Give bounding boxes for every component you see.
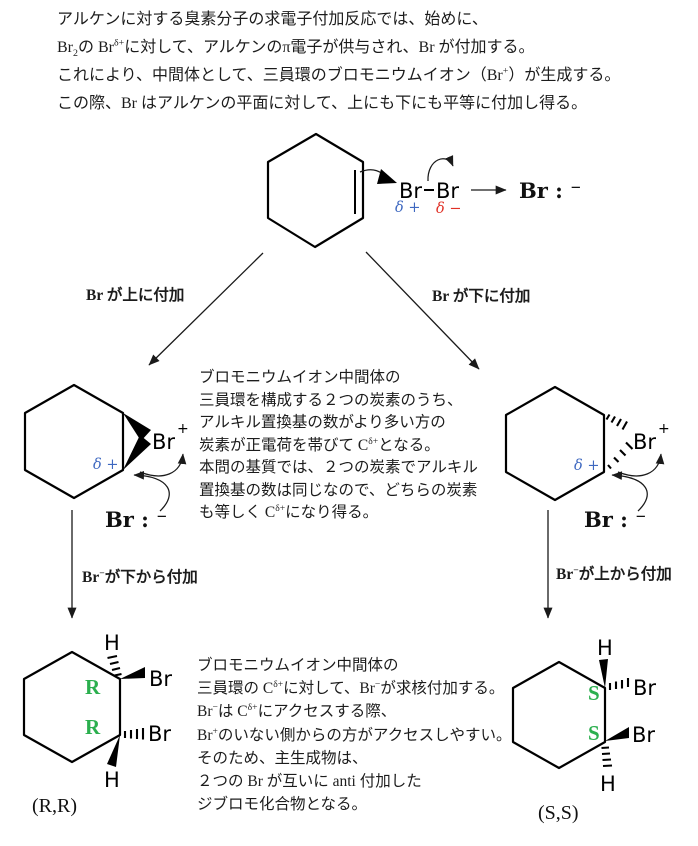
stereocenter-label-bottom: R <box>85 715 101 739</box>
note-line: アルキル置換基の数がより多い方の <box>199 414 446 431</box>
label-bromide-attacks-from-below: Br−が下から付加 <box>82 567 198 586</box>
electrophilic-attack-arrow <box>359 169 397 184</box>
hashed-bond-br-top <box>608 678 630 690</box>
wedge-bond-h-bottom <box>107 735 120 767</box>
h-atom-bottom: H <box>600 772 616 796</box>
wedge-bond-lower <box>123 435 151 470</box>
cyclohexane-ring <box>511 660 607 770</box>
delta-plus-label: δ + <box>574 458 600 474</box>
bromonium-intermediate-bottom: Br + δ + Br : ⁻ <box>504 385 670 532</box>
nucleophilic-attack-arrow <box>133 470 170 512</box>
note-line: ジブロモ化合物となる。 <box>197 796 368 814</box>
cyclohexene-ring <box>266 132 365 249</box>
h-atom-top: H <box>104 631 120 655</box>
hashed-bond-lower <box>607 441 634 470</box>
hashed-bond-upper <box>605 413 628 431</box>
br-delta-minus-atom: Br <box>436 179 459 203</box>
note-line: Br+のいない側からの方がアクセスしやすい。 <box>197 725 512 744</box>
intro-line-4: この際、Br はアルケンの平面に対して、上にも下にも平等に付加し得る。 <box>57 95 588 112</box>
bromide-ion-label: Br : ⁻ <box>519 178 581 203</box>
note-line: ブロモニウムイオン中間体の <box>197 657 399 674</box>
intro-line-1: アルケンに対する臭素分子の求電子付加反応では、始めに、 <box>57 11 488 28</box>
branch-arrow-right <box>365 251 480 370</box>
note-line: そのため、主生成物は、 <box>197 749 368 767</box>
cyclohexene-substrate <box>266 132 365 249</box>
br-atom-bottom: Br <box>632 723 655 747</box>
electron-shift-arrow <box>427 155 454 182</box>
note-line: ２つの Br が互いに anti 付加した <box>197 773 422 791</box>
note-line: 本問の基質では、２つの炭素でアルキル <box>199 459 478 476</box>
note-line: 三員環の Cδ+に対して、Br−が求核付加する。 <box>197 679 505 698</box>
product-rr: H Br R R Br H (R,R) <box>22 631 172 817</box>
label-br-adds-below: Br が下に付加 <box>432 288 531 305</box>
delta-plus-label: δ + <box>93 457 119 473</box>
wedge-bond-h-top <box>599 659 608 688</box>
note-line: Br−は Cδ+にアクセスする際、 <box>197 702 397 721</box>
plus-charge: + <box>658 421 670 437</box>
br-atom-bottom: Br <box>148 722 171 746</box>
branch-arrow-left <box>148 252 264 366</box>
ring-opening-arrow <box>617 453 665 477</box>
note-line: ブロモニウムイオン中間体の <box>199 369 401 386</box>
plus-charge: + <box>177 421 189 437</box>
label-bromide-attacks-from-above: Br−が上から付加 <box>556 564 672 583</box>
br-atom-top: Br <box>149 667 172 691</box>
intro-paragraph: アルケンに対する臭素分子の求電子付加反応では、始めに、 Br2の Brδ+に対し… <box>57 6 620 118</box>
nucleophilic-attack-arrow <box>611 471 648 512</box>
hashed-bond-br-bottom <box>123 728 145 740</box>
wedge-bond-br-bottom <box>605 727 629 741</box>
br-delta-plus-atom: Br <box>399 179 422 203</box>
wedge-bond-br-top <box>120 667 145 679</box>
note-intermediate: ブロモニウムイオン中間体の 三員環を構成する２つの炭素のうち、 アルキル置換基の… <box>199 367 478 525</box>
bromide-nucleophile-label: Br : ⁻ <box>584 507 646 532</box>
note-line: も等しく Cδ+になり得る。 <box>199 502 379 521</box>
stereocenter-label-bottom: S <box>588 721 600 745</box>
bromonium-intermediate-top: Br + δ + Br : ⁻ <box>23 383 189 532</box>
product-ss: H Br S S Br H (S,S) <box>511 636 656 824</box>
stereocenter-label-top: S <box>588 681 600 705</box>
cyclohexane-ring <box>504 385 606 502</box>
intro-line-3: これにより、中間体として、三員環のブロモニウムイオン（Br+）が生成する。 <box>57 65 621 84</box>
intro-line-2: Br2の Brδ+に対して、アルケンのπ電子が供与され、Br が付加する。 <box>57 37 535 60</box>
bromonium-br-atom: Br <box>633 430 656 454</box>
br-atom-top: Br <box>633 676 656 700</box>
bromonium-br-atom: Br <box>152 430 175 454</box>
product-caption-rr: (R,R) <box>32 795 77 817</box>
h-atom-bottom: H <box>104 768 120 792</box>
ring-opening-arrow <box>139 453 187 477</box>
wedge-bond-upper <box>123 413 151 441</box>
bromide-nucleophile-label: Br : ⁻ <box>105 507 167 532</box>
product-caption-ss: (S,S) <box>538 802 579 824</box>
cyclohexane-ring <box>22 650 122 764</box>
delta-plus-label: δ + <box>395 200 421 216</box>
label-br-adds-above: Br が上に付加 <box>86 287 185 304</box>
cyclohexane-ring <box>23 383 125 500</box>
delta-minus-label: δ − <box>436 201 462 217</box>
note-line: 炭素が正電荷を帯びて Cδ+となる。 <box>199 435 440 454</box>
note-product: ブロモニウムイオン中間体の 三員環の Cδ+に対して、Br−が求核付加する。 B… <box>197 654 512 816</box>
hashed-bond-h-bottom <box>601 746 613 768</box>
hashed-bond-h-top <box>107 654 122 677</box>
h-atom-top: H <box>597 636 613 660</box>
bromine-molecule: Br Br δ + δ − <box>395 155 462 217</box>
bold-arrowhead <box>377 169 397 184</box>
note-line: 置換基の数は同じなので、どちらの炭素 <box>199 481 478 499</box>
note-line: 三員環を構成する２つの炭素のうち、 <box>199 391 463 409</box>
stereocenter-label-top: R <box>85 675 101 699</box>
